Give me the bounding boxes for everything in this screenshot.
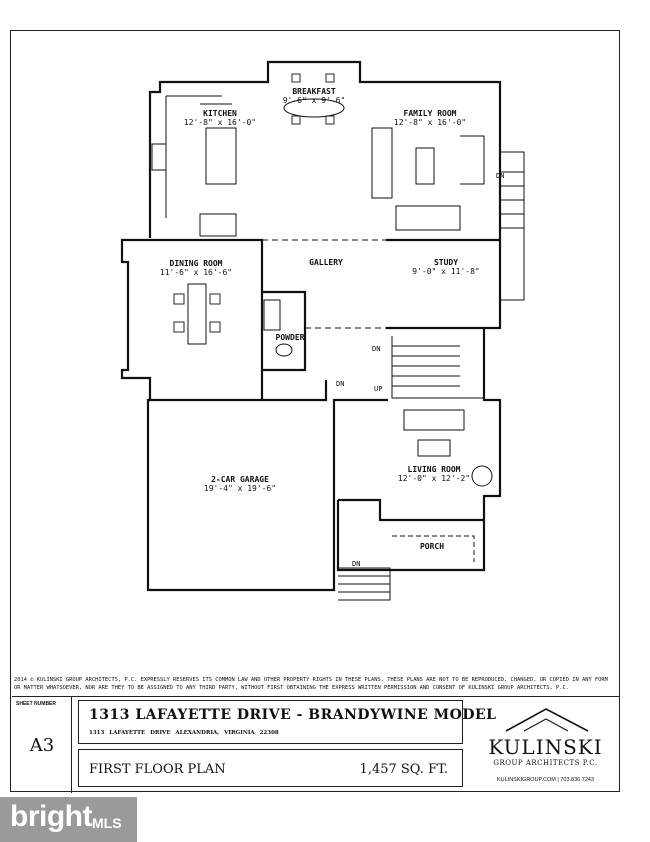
drawing-sheet-border bbox=[10, 30, 620, 792]
plan-name: FIRST FLOOR PLAN bbox=[89, 762, 226, 777]
kitchen-range bbox=[151, 143, 167, 171]
exterior-wall-living bbox=[332, 398, 388, 540]
dining-chair bbox=[173, 293, 185, 305]
porch-outline bbox=[336, 500, 486, 572]
title-block: SHEET NUMBER A3 1313 LAFAYETTE DRIVE - B… bbox=[12, 696, 619, 793]
exterior-wall-north bbox=[148, 60, 502, 240]
breakfast-dimensions: 9'-6" x 9'-6" bbox=[283, 96, 346, 105]
dining-chair bbox=[209, 321, 221, 333]
dining-chair bbox=[173, 321, 185, 333]
living-room-label: LIVING ROOM bbox=[408, 465, 461, 474]
family-loveseat bbox=[395, 205, 461, 231]
interior-stair bbox=[391, 336, 484, 399]
garage-stair-down-mark: DN bbox=[336, 380, 344, 388]
garage-dimensions: 19'-4" x 19'-6" bbox=[204, 484, 276, 493]
breakfast-chair bbox=[291, 73, 301, 83]
kitchen-base-cabinet bbox=[199, 213, 237, 237]
interior-wall-study bbox=[386, 238, 502, 330]
powder-vanity bbox=[263, 299, 281, 331]
breakfast-chair bbox=[325, 115, 335, 125]
powder-label: POWDER bbox=[276, 333, 305, 342]
architect-logo: KULINSKI GROUP ARCHITECTS P.C. KULINSKIG… bbox=[472, 697, 619, 793]
porch-stair bbox=[338, 567, 391, 601]
breakfast-chair bbox=[291, 115, 301, 125]
living-chair bbox=[471, 465, 493, 487]
fireplace bbox=[460, 135, 485, 185]
kitchen-island bbox=[205, 127, 237, 185]
porch-label: PORCH bbox=[420, 542, 444, 551]
sheet-number-box: SHEET NUMBER A3 bbox=[12, 697, 72, 793]
dining-chair bbox=[209, 293, 221, 305]
roofline-logo-icon bbox=[505, 708, 589, 732]
breakfast-label: BREAKFAST bbox=[292, 87, 336, 96]
exterior-stair-down-mark: DN bbox=[496, 172, 504, 180]
dining-room-dimensions: 11'-6" x 16'-6" bbox=[160, 268, 232, 277]
living-sofa bbox=[403, 409, 465, 431]
family-room-dimensions: 12'-8" x 16'-0" bbox=[394, 118, 466, 127]
dining-table bbox=[187, 283, 207, 345]
architect-contact: KULINSKIGROUP.COM | 703.836.7243 bbox=[496, 777, 594, 783]
bright-mls-watermark: bright MLS bbox=[0, 797, 137, 842]
exterior-wall-living-east bbox=[338, 328, 502, 522]
kitchen-label: KITCHEN bbox=[203, 109, 237, 118]
dining-room-label: DINING ROOM bbox=[170, 259, 223, 268]
sheet-number-label: SHEET NUMBER bbox=[16, 701, 57, 707]
architect-name: KULINSKI bbox=[488, 735, 603, 759]
study-dimensions: 9'-0" x 11'-8" bbox=[412, 267, 479, 276]
project-box: 1313 LAFAYETTE DRIVE - BRANDYWINE MODEL … bbox=[78, 700, 496, 744]
kitchen-dimensions: 12'-8" x 16'-0" bbox=[184, 118, 256, 127]
powder-toilet bbox=[275, 343, 293, 357]
project-address: 1313 LAFAYETTE DRIVE ALEXANDRIA, VIRGINI… bbox=[89, 730, 279, 736]
interior-wall-powder bbox=[262, 290, 307, 372]
exterior-wall-garage bbox=[146, 398, 336, 592]
sheet-number: A3 bbox=[29, 735, 55, 756]
architect-subtitle: GROUP ARCHITECTS P.C. bbox=[493, 759, 598, 767]
interior-wall-garage-side bbox=[262, 380, 328, 402]
living-room-dimensions: 12'-0" x 12'-2" bbox=[398, 474, 470, 483]
breakfast-chair bbox=[325, 73, 335, 83]
plan-box: FIRST FLOOR PLAN 1,457 SQ. FT. bbox=[78, 749, 463, 787]
breakfast-table bbox=[283, 98, 345, 118]
watermark-suffix: MLS bbox=[92, 815, 122, 831]
copyright-notice: 2014 © KULINSKI GROUP ARCHITECTS, P.C. E… bbox=[14, 677, 608, 691]
exterior-stair-east bbox=[500, 151, 525, 301]
living-coffee-table bbox=[417, 439, 451, 457]
project-title: 1313 LAFAYETTE DRIVE - BRANDYWINE MODEL bbox=[89, 707, 497, 723]
gallery-label: GALLERY bbox=[309, 258, 343, 267]
family-room-label: FAMILY ROOM bbox=[404, 109, 457, 118]
porch-railing bbox=[392, 535, 475, 562]
family-coffee-table bbox=[415, 147, 435, 185]
garage-label: 2-CAR GARAGE bbox=[211, 475, 269, 484]
plan-square-footage: 1,457 SQ. FT. bbox=[359, 762, 448, 777]
exterior-wall-dining bbox=[120, 238, 262, 402]
stair-up-mark: UP bbox=[374, 385, 382, 393]
stair-down-mark: DN bbox=[372, 345, 380, 353]
porch-stair-down-mark: DN bbox=[352, 560, 360, 568]
study-label: STUDY bbox=[434, 258, 458, 267]
watermark-brand: bright bbox=[10, 800, 92, 833]
family-sofa bbox=[371, 127, 393, 199]
